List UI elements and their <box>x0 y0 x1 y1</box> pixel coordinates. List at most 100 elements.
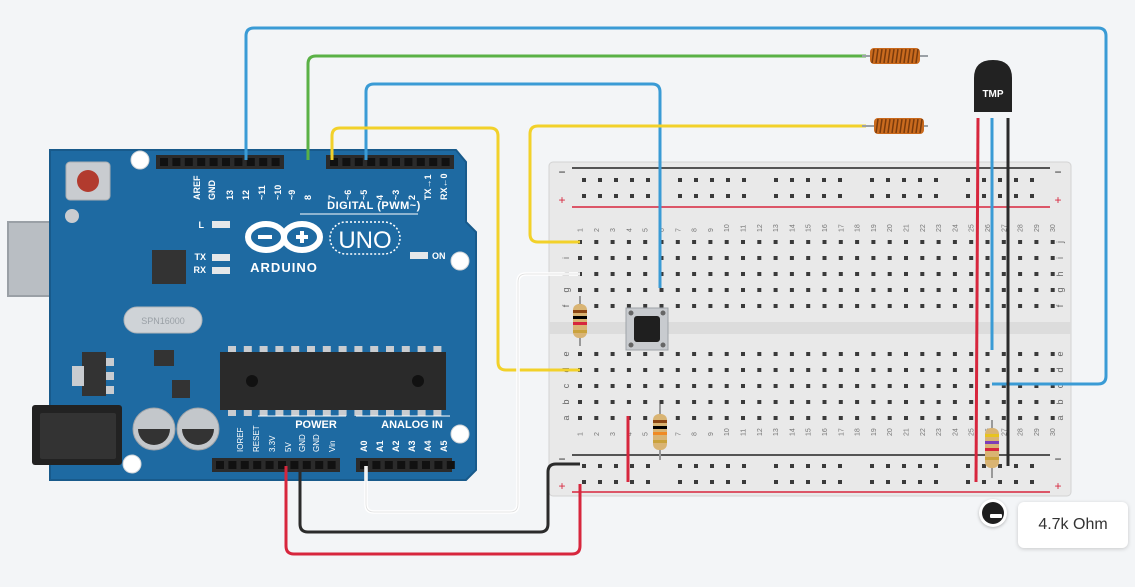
row-letter: f <box>561 304 571 307</box>
wire-blue-pin5[interactable] <box>364 82 662 288</box>
column-number: 28 <box>1018 224 1025 232</box>
digital-pin-label: ~5 <box>359 190 369 200</box>
column-number: 13 <box>773 428 780 436</box>
column-number: 7 <box>675 432 682 436</box>
column-number: 8 <box>692 432 699 436</box>
column-number: 5 <box>643 228 650 232</box>
led-tx-label: TX <box>194 252 206 262</box>
column-number: 19 <box>871 224 878 232</box>
column-number: 1 <box>578 432 585 436</box>
row-letter: i <box>1055 257 1065 259</box>
arduino-uno-board[interactable]: SPN16000 L TX RX ON <box>7 149 477 481</box>
analog-pin-label: A3 <box>407 440 417 452</box>
column-number: 14 <box>789 428 796 436</box>
column-number: 22 <box>920 224 927 232</box>
column-number: 11 <box>741 429 748 436</box>
column-number: 22 <box>920 428 927 436</box>
row-letter: g <box>561 287 571 292</box>
power-pin-label: RESET <box>252 425 261 452</box>
column-number: 4 <box>626 432 633 436</box>
crystal-label: SPN16000 <box>141 316 185 326</box>
rail-plus-label: + <box>558 193 565 207</box>
analog-in-label: ANALOG IN <box>381 419 443 431</box>
rail-minus-label: − <box>558 452 565 466</box>
row-letter: e <box>561 351 571 356</box>
row-letter: e <box>1055 351 1065 356</box>
resistor-middle[interactable] <box>653 404 667 460</box>
rail-minus-label: − <box>558 165 565 179</box>
wire-blue-pin12[interactable] <box>244 26 1108 386</box>
wire-black-gnd[interactable] <box>298 462 580 534</box>
row-letter: i <box>561 257 571 259</box>
antenna-coil-top[interactable] <box>862 48 928 64</box>
column-number: 14 <box>789 224 796 232</box>
tmp-sensor-body <box>974 60 1012 112</box>
column-number: 23 <box>936 224 943 232</box>
digital-pin-label: ~3 <box>391 190 401 200</box>
analog-pin-label: A0 <box>359 440 369 452</box>
arduino-logo-text: ARDUINO <box>250 260 318 275</box>
row-letter: b <box>1055 399 1065 404</box>
breadboard[interactable]: − + − + − + − + 112233445566778899101011… <box>548 161 1072 497</box>
column-number: 9 <box>708 432 715 436</box>
resistor-4-7k[interactable] <box>985 420 999 478</box>
power-pin-label: IOREF <box>236 427 245 452</box>
voltage-regulator <box>82 352 106 396</box>
wire-red-tmp[interactable] <box>974 117 980 483</box>
led-on <box>410 252 428 259</box>
led-tx <box>212 254 230 261</box>
digital-pin-label: AREF <box>192 175 202 200</box>
digital-pwm-label: DIGITAL (PWM~) <box>327 200 421 212</box>
column-number: 25 <box>969 224 976 232</box>
wire-yellow-antenna[interactable] <box>528 124 866 244</box>
column-number: 17 <box>838 224 845 232</box>
column-number: 27 <box>1001 224 1008 232</box>
resistor-left[interactable] <box>573 296 587 346</box>
column-number: 27 <box>1001 428 1008 436</box>
digital-pin-label: 12 <box>241 190 251 200</box>
column-number: 30 <box>1050 428 1057 436</box>
column-number: 26 <box>985 224 992 232</box>
tooltip-text: 4.7k Ohm <box>1038 516 1108 533</box>
wire-yellow-pin7[interactable] <box>330 126 580 372</box>
tmp-temperature-sensor[interactable]: TMP <box>974 60 1012 118</box>
column-number: 16 <box>822 224 829 232</box>
column-number: 15 <box>806 224 813 232</box>
column-number: 6 <box>659 228 666 232</box>
digital-pin-label: ~6 <box>343 190 353 200</box>
row-letter: j <box>1055 241 1065 244</box>
column-number: 13 <box>773 224 780 232</box>
digital-pin-label: 2 <box>407 195 417 200</box>
power-pin-label: GND <box>298 434 307 452</box>
column-number: 20 <box>887 428 894 436</box>
arduino-infinity-logo <box>245 221 323 253</box>
digital-pin-label: ~9 <box>287 190 297 200</box>
column-number: 19 <box>871 428 878 436</box>
reset-button-cap[interactable] <box>77 170 99 192</box>
wire-red-5v[interactable] <box>284 466 582 556</box>
column-number: 1 <box>578 228 585 232</box>
column-number: 16 <box>822 428 829 436</box>
power-pin-label: Vin <box>328 441 337 452</box>
minus-icon <box>982 502 1004 524</box>
rail-plus-label: + <box>558 479 565 493</box>
digital-pin-label: 13 <box>225 190 235 200</box>
wires[interactable] <box>244 26 1108 556</box>
digital-pin-label: 8 <box>303 195 313 200</box>
decrease-value-button[interactable] <box>979 499 1007 527</box>
usb-chip <box>152 250 186 284</box>
led-l <box>212 221 230 228</box>
antenna-coil-bottom[interactable] <box>862 118 928 134</box>
uno-label: UNO <box>338 227 391 254</box>
rail-minus-label: − <box>1054 452 1061 466</box>
column-number: 4 <box>626 228 633 232</box>
column-number: 24 <box>952 428 959 436</box>
wire-green-pin8[interactable] <box>306 54 866 160</box>
pushbutton[interactable] <box>625 307 669 351</box>
column-number: 11 <box>741 225 748 232</box>
center-channel <box>549 322 1071 334</box>
digital-pin-label: GND <box>207 180 217 201</box>
column-number: 30 <box>1050 224 1057 232</box>
row-letter: a <box>561 415 571 420</box>
